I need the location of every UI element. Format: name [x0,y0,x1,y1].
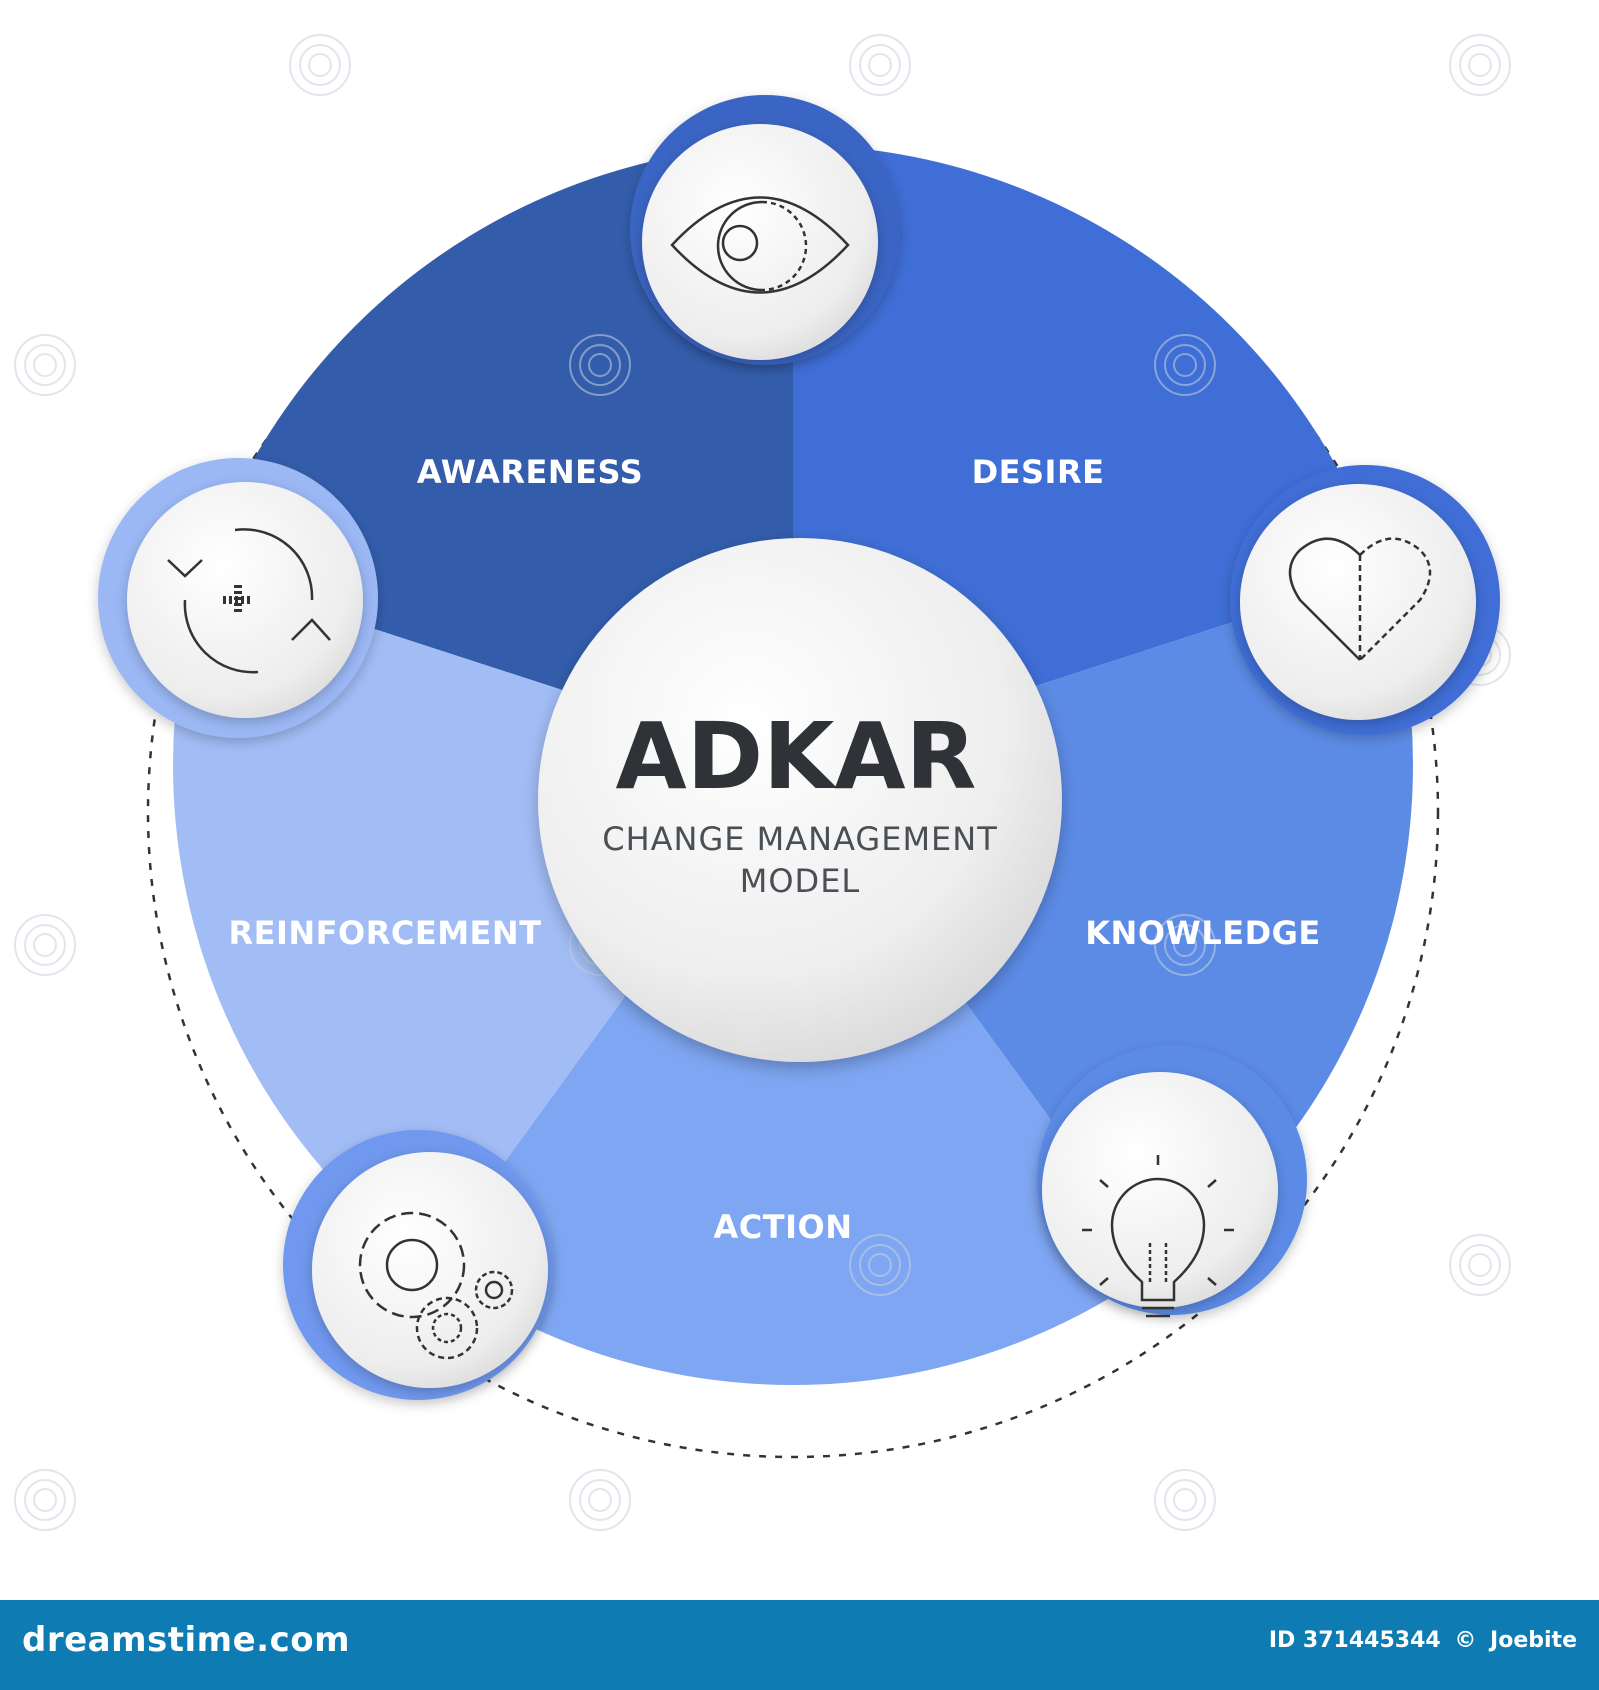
watermark-swirl [14,334,76,396]
watermark-swirl [14,1469,76,1531]
heart-icon [1288,537,1432,661]
gears-icon [358,1211,514,1360]
footer-bar: dreamstime.com ID 371445344 © Joebite [0,1600,1599,1690]
center-subtitle-line1: CHANGE MANAGEMENT [602,820,998,858]
reinforcement-badge [98,458,378,738]
center-subtitle-line2: MODEL [740,862,860,900]
segment-labels: AWARENESS DESIRE KNOWLEDGE ACTION REINFO… [228,453,1320,1246]
refresh-plus-icon [167,528,331,674]
dashed-outer-ring [146,165,1440,1459]
watermark-swirl [849,34,911,96]
author-name[interactable]: Joebite [1490,1628,1577,1653]
eye-icon [670,196,850,294]
desire-badge [1230,465,1500,735]
image-id: ID 371445344 [1268,1628,1441,1653]
watermark-swirl [1449,34,1511,96]
watermark-swirl [1154,1469,1216,1531]
footer-credit: ID 371445344 © Joebite [1263,1628,1577,1653]
action-badge [283,1130,553,1400]
segment-label-knowledge: KNOWLEDGE [1085,914,1321,952]
watermark-swirl [1449,1234,1511,1296]
segment-label-desire: DESIRE [972,453,1105,491]
adkar-diagram: AWARENESS DESIRE KNOWLEDGE ACTION REINFO… [14,34,1511,1531]
segment-label-awareness: AWARENESS [417,453,643,491]
watermark-swirl [569,1469,631,1531]
awareness-badge [630,95,900,365]
segment-action [428,765,1158,1386]
watermark-swirl [1154,914,1216,976]
segment-label-action: ACTION [714,1208,853,1246]
segment-label-reinforcement: REINFORCEMENT [228,914,541,952]
center-title: ADKAR [616,703,977,810]
watermark-swirl [14,914,76,976]
knowledge-badge [1037,1045,1307,1318]
watermark-swirl [849,1234,911,1296]
center-circle: ADKAR CHANGE MANAGEMENT MODEL [538,538,1062,1062]
lightbulb-icon [1082,1155,1234,1318]
footer-brand[interactable]: dreamstime.com [22,1620,351,1660]
watermark-swirl [569,334,631,396]
watermark-swirl [1154,334,1216,396]
copyright-symbol: © [1454,1628,1477,1653]
watermark-swirl [289,34,351,96]
